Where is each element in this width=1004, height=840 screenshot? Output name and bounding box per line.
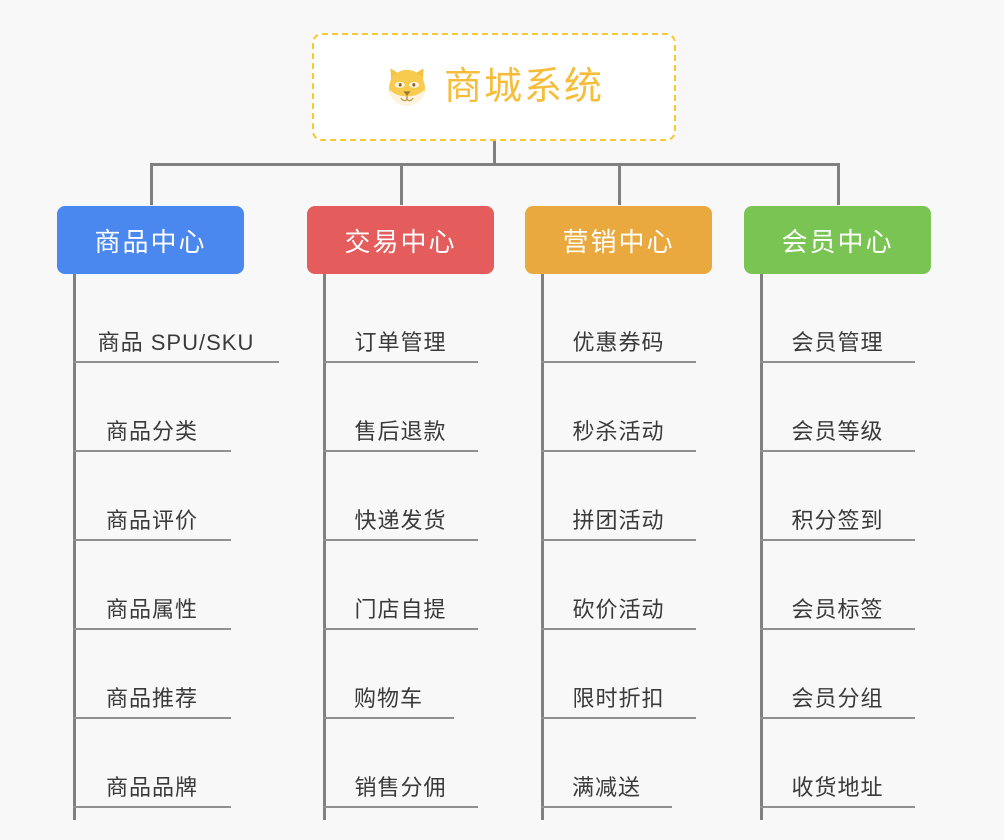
leaf-item[interactable]: 售后退款 bbox=[323, 363, 478, 452]
leaf-trunk-3 bbox=[541, 274, 544, 820]
leaf-label: 会员管理 bbox=[791, 329, 884, 355]
category-header-营销中心[interactable]: 营销中心 bbox=[525, 206, 712, 274]
category-header-商品中心[interactable]: 商品中心 bbox=[57, 206, 244, 274]
leaf-label: 限时折扣 bbox=[572, 685, 665, 711]
dog-face-icon bbox=[384, 64, 430, 110]
leaf-label: 秒杀活动 bbox=[572, 418, 665, 444]
leaf-label: 商品品牌 bbox=[105, 774, 198, 800]
leaf-label: 售后退款 bbox=[354, 418, 447, 444]
leaf-item[interactable]: 商品评价 bbox=[73, 452, 231, 541]
leaf-item[interactable]: 门店自提 bbox=[323, 541, 478, 630]
leaf-label: 快递发货 bbox=[354, 507, 447, 533]
leaf-label: 门店自提 bbox=[354, 596, 447, 622]
leaf-trunk-1 bbox=[73, 274, 76, 820]
leaf-item[interactable]: 积分签到 bbox=[760, 452, 915, 541]
leaf-label: 商品 SPU/SKU bbox=[97, 329, 255, 355]
leaf-trunk-4 bbox=[760, 274, 763, 820]
leaf-item[interactable]: 优惠券码 bbox=[541, 274, 696, 363]
leaf-column-4: 会员管理 会员等级 积分签到 会员标签 会员分组 收货地址 bbox=[760, 274, 915, 820]
connector-horizontal-bus bbox=[150, 163, 840, 166]
leaf-label: 拼团活动 bbox=[572, 507, 665, 533]
leaf-item[interactable]: 商品分类 bbox=[73, 363, 231, 452]
leaf-item[interactable]: 限时折扣 bbox=[541, 630, 696, 719]
leaf-label: 订单管理 bbox=[354, 329, 447, 355]
leaf-item[interactable]: 会员管理 bbox=[760, 274, 915, 363]
leaf-label: 商品评价 bbox=[105, 507, 198, 533]
category-label: 商品中心 bbox=[94, 226, 207, 257]
category-label: 营销中心 bbox=[562, 226, 675, 257]
leaf-label: 会员标签 bbox=[791, 596, 884, 622]
leaf-item[interactable]: 商品品牌 bbox=[73, 719, 231, 808]
leaf-label: 积分签到 bbox=[791, 507, 884, 533]
leaf-item[interactable]: 会员等级 bbox=[760, 363, 915, 452]
leaf-item[interactable]: 会员标签 bbox=[760, 541, 915, 630]
leaf-item[interactable]: 购物车 bbox=[323, 630, 454, 719]
category-header-会员中心[interactable]: 会员中心 bbox=[744, 206, 931, 274]
category-header-交易中心[interactable]: 交易中心 bbox=[307, 206, 494, 274]
leaf-item[interactable]: 会员分组 bbox=[760, 630, 915, 719]
leaf-item[interactable]: 销售分佣 bbox=[323, 719, 478, 808]
connector-drop-3 bbox=[618, 163, 621, 205]
category-label: 会员中心 bbox=[781, 226, 894, 257]
leaf-label: 满减送 bbox=[571, 774, 641, 800]
leaf-column-1: 商品 SPU/SKU 商品分类 商品评价 商品属性 商品推荐 商品品牌 bbox=[73, 274, 279, 820]
connector-drop-1 bbox=[150, 163, 153, 205]
leaf-item[interactable]: 订单管理 bbox=[323, 274, 478, 363]
leaf-trunk-2 bbox=[323, 274, 326, 820]
leaf-item[interactable]: 满减送 bbox=[541, 719, 672, 808]
connector-drop-2 bbox=[400, 163, 403, 205]
leaf-column-3: 优惠券码 秒杀活动 拼团活动 砍价活动 限时折扣 满减送 bbox=[541, 274, 696, 820]
leaf-label: 收货地址 bbox=[791, 774, 884, 800]
leaf-label: 优惠券码 bbox=[572, 329, 665, 355]
leaf-label: 会员等级 bbox=[791, 418, 884, 444]
leaf-item[interactable]: 秒杀活动 bbox=[541, 363, 696, 452]
leaf-label: 销售分佣 bbox=[354, 774, 447, 800]
leaf-label: 购物车 bbox=[353, 685, 423, 711]
category-label: 交易中心 bbox=[344, 226, 457, 257]
leaf-item[interactable]: 拼团活动 bbox=[541, 452, 696, 541]
leaf-label: 商品推荐 bbox=[105, 685, 198, 711]
leaf-label: 商品属性 bbox=[105, 596, 198, 622]
root-title: 商城系统 bbox=[443, 66, 604, 108]
leaf-label: 砍价活动 bbox=[572, 596, 665, 622]
leaf-item[interactable]: 收货地址 bbox=[760, 719, 915, 808]
leaf-item[interactable]: 商品属性 bbox=[73, 541, 231, 630]
leaf-column-2: 订单管理 售后退款 快递发货 门店自提 购物车 销售分佣 bbox=[323, 274, 478, 820]
leaf-item[interactable]: 砍价活动 bbox=[541, 541, 696, 630]
leaf-item[interactable]: 商品推荐 bbox=[73, 630, 231, 719]
leaf-item[interactable]: 商品 SPU/SKU bbox=[73, 274, 279, 363]
leaf-label: 商品分类 bbox=[105, 418, 198, 444]
connector-drop-4 bbox=[837, 163, 840, 205]
connector-root-trunk bbox=[493, 141, 496, 165]
leaf-label: 会员分组 bbox=[791, 685, 884, 711]
leaf-item[interactable]: 快递发货 bbox=[323, 452, 478, 541]
root-node[interactable]: 商城系统 bbox=[312, 33, 676, 141]
